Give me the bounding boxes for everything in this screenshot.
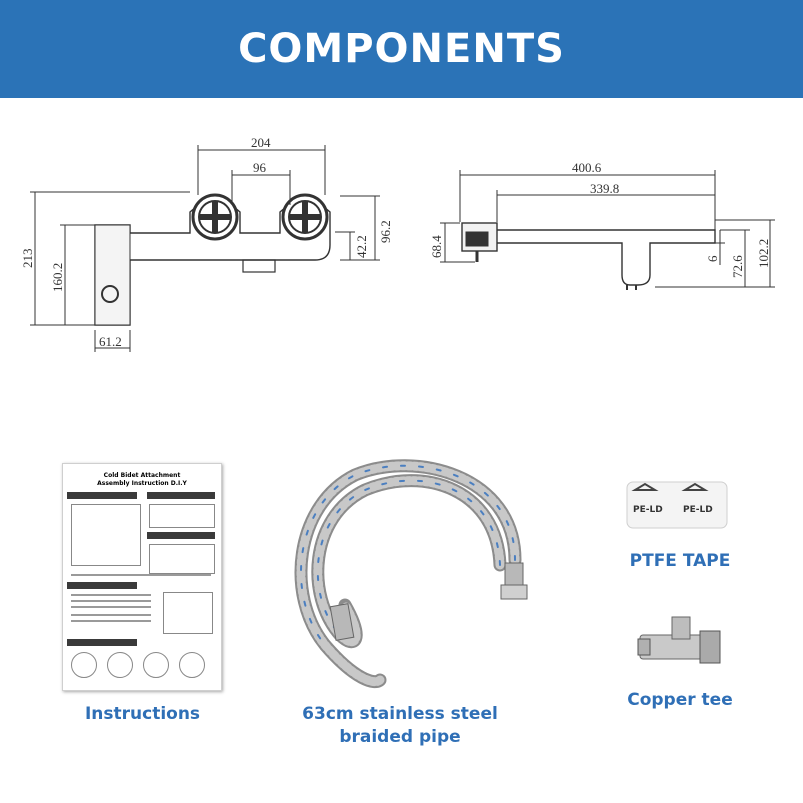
dim-160-2: 160.2 <box>50 263 65 292</box>
ptfe-tape-image: PE-LD PE-LD <box>626 481 728 529</box>
dim-96: 96 <box>253 160 267 175</box>
dim-42-2: 42.2 <box>354 235 369 258</box>
dim-61-2: 61.2 <box>99 334 122 349</box>
side-view-drawing <box>440 170 775 290</box>
instructions-label: Instructions <box>84 704 201 724</box>
dim-400-6: 400.6 <box>572 160 602 175</box>
technical-drawing: 204 96 213 160.2 96.2 42.2 61.2 400.6 33… <box>20 135 775 352</box>
dim-213: 213 <box>20 249 35 269</box>
pipe-label: 63cm stainless steel braided pipe <box>302 704 498 747</box>
dim-204: 204 <box>251 135 271 150</box>
dim-102-2: 102.2 <box>756 239 771 268</box>
copper-tee-label: Copper tee <box>627 690 733 710</box>
tape-print-left: PE-LD <box>633 505 663 515</box>
dim-68-4: 68.4 <box>429 235 444 258</box>
front-view-drawing <box>30 145 380 352</box>
page-title: COMPONENTS <box>238 26 565 72</box>
dim-6: 6 <box>705 255 720 262</box>
ptfe-tape-label: PTFE TAPE <box>629 551 731 571</box>
header-banner: COMPONENTS <box>0 0 803 98</box>
manual-title: Cold Bidet Attachment Assembly Instructi… <box>97 472 187 487</box>
copper-tee-image <box>637 616 721 664</box>
dim-96-2: 96.2 <box>378 220 393 243</box>
braided-pipe-image <box>294 459 528 689</box>
dim-339-8: 339.8 <box>590 181 619 196</box>
instruction-manual-image: Cold Bidet Attachment Assembly Instructi… <box>62 463 222 691</box>
tape-print-right: PE-LD <box>683 505 713 515</box>
dim-72-6: 72.6 <box>730 255 745 278</box>
